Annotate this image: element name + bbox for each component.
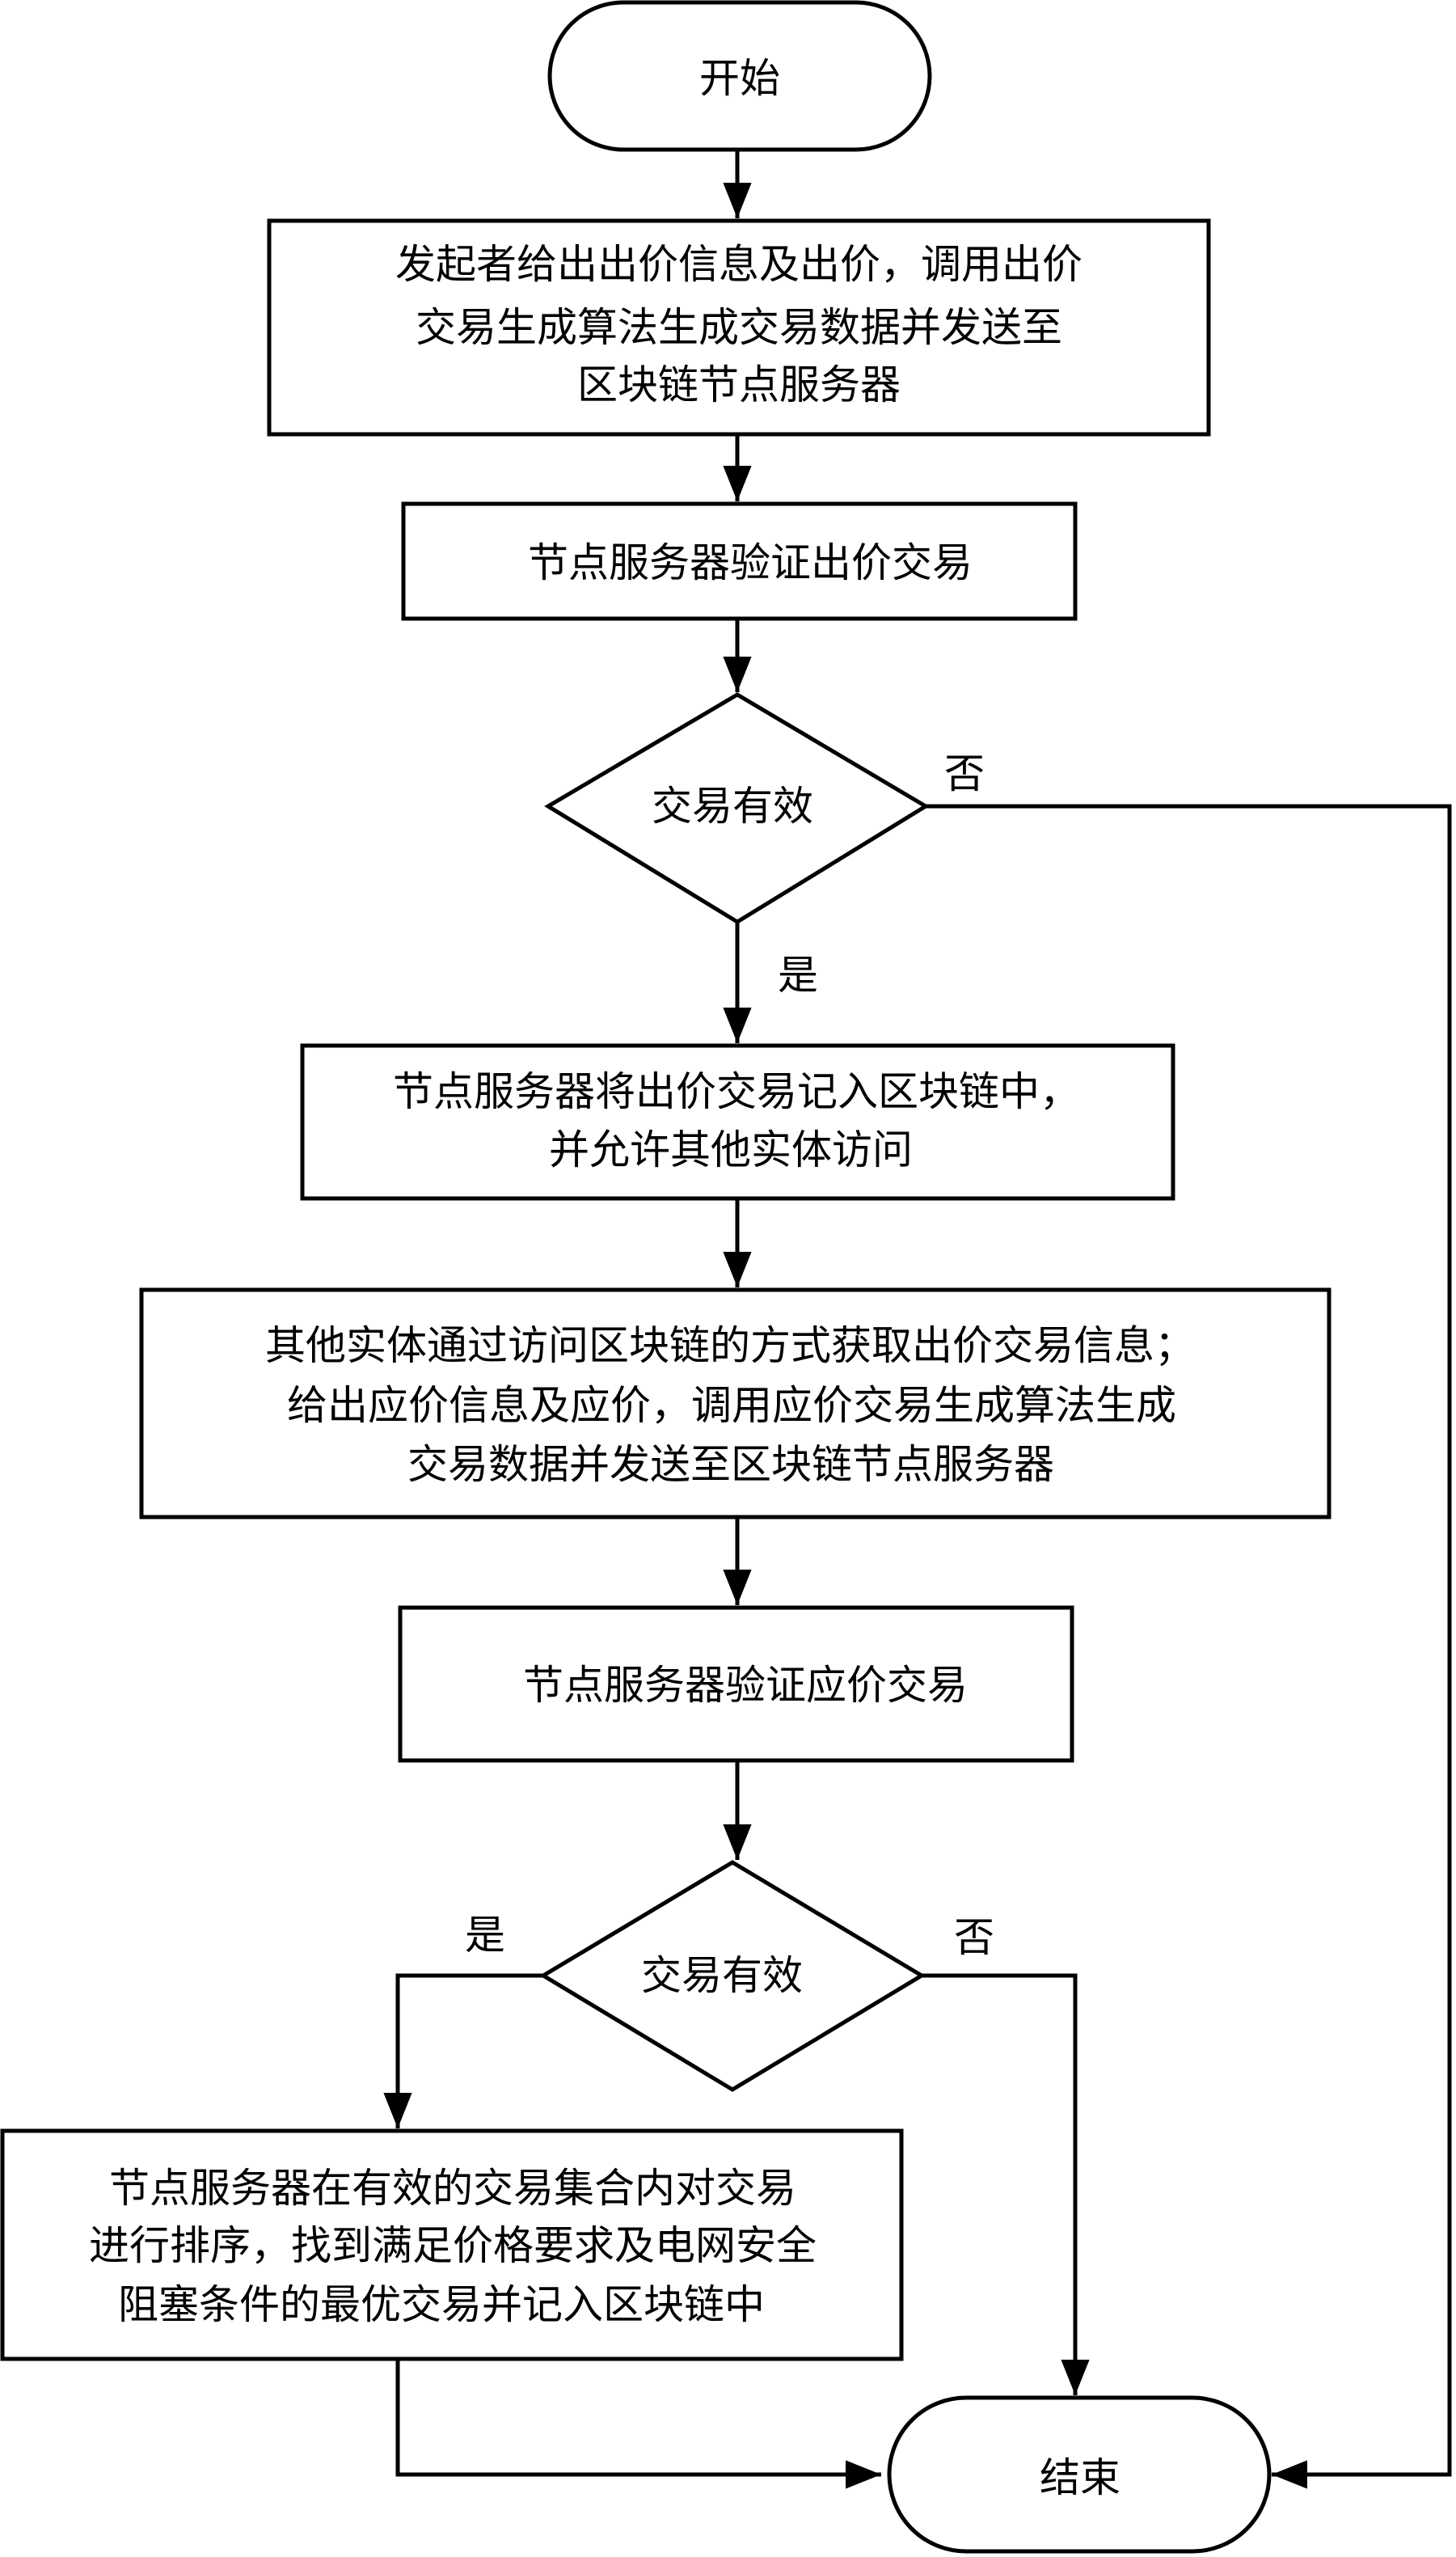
- label-offer-yes: 是: [465, 1912, 505, 1959]
- node-sort-match-line-1: 节点服务器在有效的交易集合内对交易: [109, 2165, 796, 2212]
- node-initiate-bid: 发起者给出出价信息及出价，调用出价 交易生成算法生成交易数据并发送至 区块链节点…: [267, 218, 1211, 437]
- node-sort-match-line-2: 进行排序，找到满足价格要求及电网安全: [89, 2222, 817, 2269]
- node-respond-offer: 其他实体通过访问区块链的方式获取出价交易信息； 给出应价信息及应价，调用应价交易…: [139, 1287, 1332, 1519]
- node-verify-offer-label: 节点服务器验证应价交易: [523, 1662, 968, 1709]
- edge-decision-offer-yes: [383, 1973, 543, 2128]
- node-respond-offer-line-2: 给出应价信息及应价，调用应价交易生成算法生成: [287, 1382, 1176, 1429]
- node-decision-bid-valid-label: 交易有效: [652, 783, 813, 830]
- node-decision-offer-valid: 交易有效: [539, 1860, 926, 2092]
- edge-sort-to-end: [395, 2359, 881, 2489]
- node-verify-offer: 节点服务器验证应价交易: [398, 1605, 1074, 1763]
- node-decision-offer-valid-label: 交易有效: [641, 1952, 803, 1999]
- node-start: 开始: [547, 0, 932, 152]
- node-record-bid-line-1: 节点服务器将出价交易记入区块链中，: [393, 1068, 1080, 1115]
- edge-decision-bid-no: [926, 804, 1452, 2489]
- node-initiate-bid-line-1: 发起者给出出价信息及出价，调用出价: [395, 241, 1083, 288]
- node-initiate-bid-line-3: 区块链节点服务器: [577, 361, 901, 408]
- node-verify-bid: 节点服务器验证出价交易: [401, 501, 1078, 621]
- label-offer-no: 否: [954, 1914, 994, 1961]
- node-initiate-bid-line-2: 交易生成算法生成交易数据并发送至: [416, 304, 1062, 351]
- node-record-bid-line-2: 并允许其他实体访问: [549, 1126, 913, 1173]
- node-respond-offer-line-1: 其他实体通过访问区块链的方式获取出价交易信息；: [265, 1322, 1195, 1369]
- node-start-label: 开始: [699, 55, 780, 102]
- node-respond-offer-line-3: 交易数据并发送至区块链节点服务器: [407, 1441, 1054, 1488]
- node-end: 结束: [887, 2395, 1272, 2554]
- node-end-label: 结束: [1040, 2454, 1120, 2501]
- node-decision-bid-valid: 交易有效: [544, 692, 930, 924]
- label-bid-yes: 是: [778, 952, 818, 999]
- label-bid-no: 否: [944, 750, 985, 797]
- node-sort-match: 节点服务器在有效的交易集合内对交易 进行排序，找到满足价格要求及电网安全 阻塞条…: [0, 2128, 904, 2361]
- node-record-bid: 节点服务器将出价交易记入区块链中， 并允许其他实体访问: [300, 1043, 1175, 1201]
- edges: [383, 150, 1452, 2489]
- edge-decision-offer-no: [922, 1973, 1090, 2395]
- node-sort-match-line-3: 阻塞条件的最优交易并记入区块链中: [118, 2281, 765, 2328]
- node-verify-bid-label: 节点服务器验证出价交易: [528, 539, 973, 586]
